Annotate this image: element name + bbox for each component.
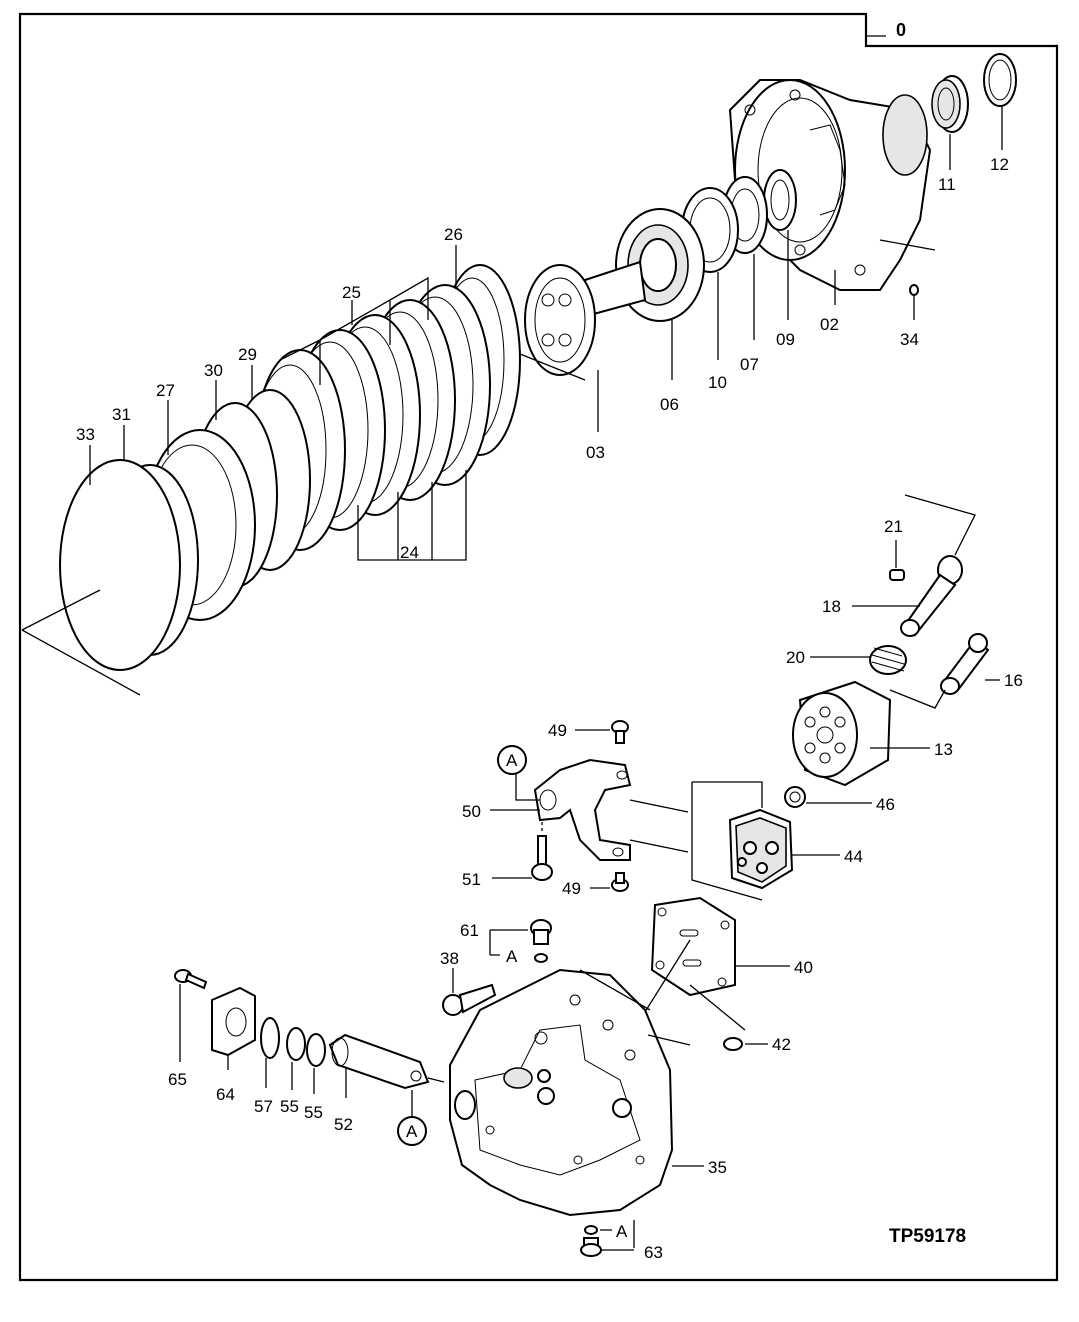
part-pin-34 [909,284,919,296]
callout-10: 10 [708,373,727,392]
callout-40: 40 [794,958,813,977]
callout-11: 11 [938,175,956,194]
part-cover-40 [650,896,736,997]
part-valve-plate-44 [728,808,794,890]
callout-18: 18 [822,597,841,616]
part-shaft-52 [328,1033,430,1090]
callout-51: 51 [462,870,481,889]
part-pin-42 [723,1037,743,1051]
callout-49-bottom: 49 [562,879,581,898]
part-o-ring-a-top [534,953,548,963]
part-swash-plate-50 [533,758,632,861]
callout-06: 06 [660,395,679,414]
part-o-ring-a-bottom [584,1225,598,1235]
part-housing [728,79,932,291]
callout-61: 61 [460,921,479,940]
part-o-ring-57 [260,1017,280,1059]
callout-55-a: 55 [280,1097,299,1116]
callout-16: 16 [1004,671,1023,690]
callout-65: 65 [168,1070,187,1089]
part-bolt-49-bottom [611,872,629,892]
part-spool-16 [940,633,990,695]
part-flange-64 [211,986,256,1057]
callout-13: 13 [934,740,953,759]
callout-38: 38 [440,949,459,968]
part-seal-55a [286,1027,306,1061]
callout-30: 30 [204,361,223,380]
callout-35: 35 [708,1158,727,1177]
callout-02: 02 [820,315,839,334]
drawing-id: TP59178 [889,1226,966,1247]
marker-a-shaft-label: A [406,1122,418,1141]
part-plug-63 [580,1237,602,1257]
callout-44: 44 [844,847,863,866]
callout-50: 50 [462,802,481,821]
callout-31: 31 [112,405,131,424]
callout-49-top: 49 [548,721,567,740]
callout-34: 34 [900,330,919,349]
part-drive-shaft-gear [524,260,647,376]
callout-09: 09 [776,330,795,349]
callout-64: 64 [216,1085,235,1104]
part-pin-21 [889,569,905,581]
marker-a-swash [497,745,527,775]
part-spring-20 [869,645,907,675]
marker-a-swash-label: A [506,751,518,770]
callout-20: 20 [786,648,805,667]
callout-26: 26 [444,225,463,244]
part-snap-ring [983,53,1017,107]
part-bushing-46 [784,786,806,808]
callout-33: 33 [76,425,95,444]
callout-24: 24 [400,543,419,562]
part-bolt-65 [174,969,208,990]
callout-21: 21 [884,517,903,536]
callout-07: 07 [740,355,759,374]
reference-label: 0 [896,20,906,40]
callout-46: 46 [876,795,895,814]
part-bolt-38 [442,983,497,1016]
part-plug-61 [530,919,552,945]
callout-52: 52 [334,1115,353,1134]
callout-12: 12 [990,155,1009,174]
callout-55-b: 55 [304,1103,323,1122]
part-main-housing-35 [449,968,674,1217]
marker-a-bottom: A [616,1222,628,1241]
part-o-ring-33 [59,459,181,671]
marker-a-shaft [397,1116,427,1146]
part-bolt-51 [531,835,553,881]
callout-42: 42 [772,1035,791,1054]
callout-63: 63 [644,1243,663,1262]
part-cylinder-block-13 [792,680,892,787]
callout-57: 57 [254,1097,273,1116]
callout-27: 27 [156,381,175,400]
callout-25: 25 [342,283,361,302]
marker-a-top: A [506,947,518,966]
diagram-frame [18,12,1059,1282]
part-seal-55b [306,1033,326,1067]
part-oil-seal [931,75,969,133]
part-bearing-09 [763,169,797,231]
part-spool-18 [900,555,963,637]
callout-03: 03 [586,443,605,462]
part-bolt-49-top [611,720,629,744]
callout-29: 29 [238,345,257,364]
